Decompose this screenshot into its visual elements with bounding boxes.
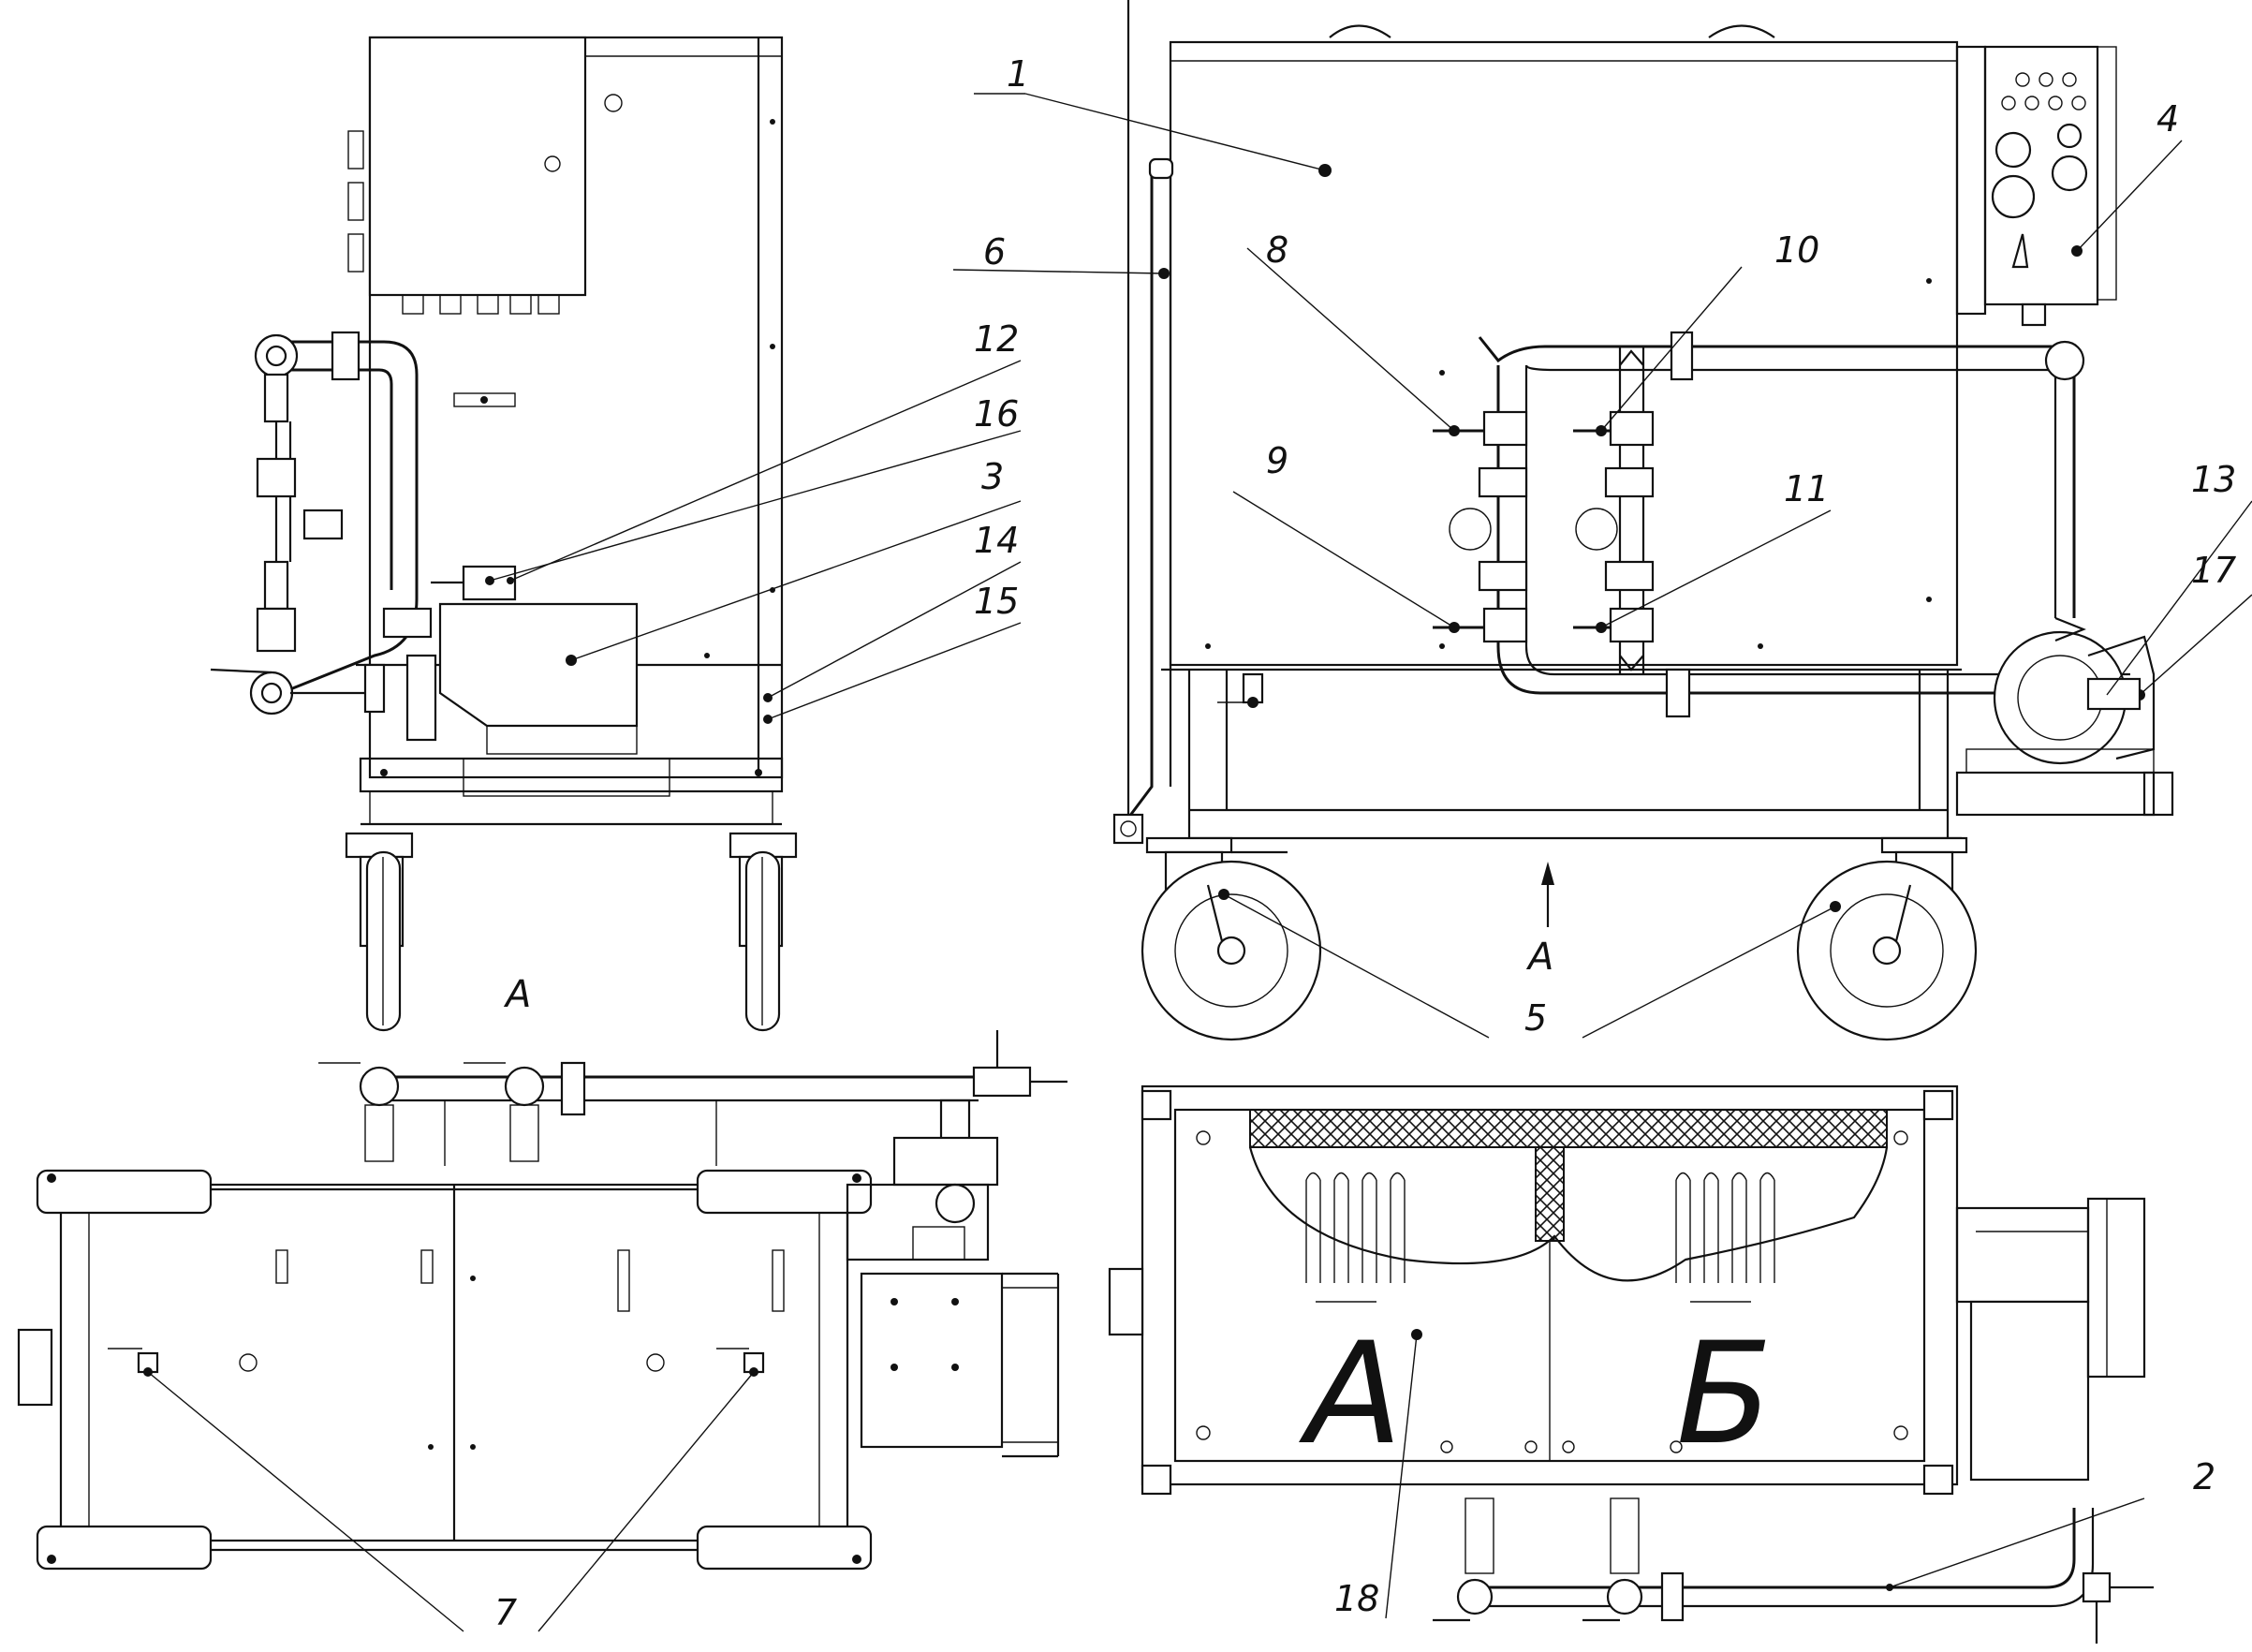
leader-lines xyxy=(147,93,2252,1632)
callout-9: 9 xyxy=(1266,440,1288,481)
callout-16: 16 xyxy=(974,393,1019,435)
callout-17: 17 xyxy=(2191,550,2236,591)
callout-14: 14 xyxy=(974,520,1019,561)
plan-view xyxy=(17,1030,1067,1571)
view-a-title: A xyxy=(503,973,531,1016)
heater-right xyxy=(1675,1172,1775,1283)
callout-2: 2 xyxy=(2193,1456,2215,1497)
heater-left xyxy=(1305,1172,1406,1283)
callout-1: 1 xyxy=(1007,53,1029,95)
callout-12: 12 xyxy=(974,318,1019,360)
callout-8: 8 xyxy=(1266,229,1288,271)
callout-10: 10 xyxy=(1774,229,1819,271)
callout-5: 5 xyxy=(1524,997,1547,1039)
callout-4: 4 xyxy=(2156,98,2179,140)
section-view xyxy=(1108,1084,2154,1644)
cable-glands xyxy=(402,294,560,315)
callout-3: 3 xyxy=(981,456,1004,497)
callouts: 1 2 3 4 5 6 7 8 9 10 11 12 13 14 15 16 1… xyxy=(494,53,2236,1633)
callout-18: 18 xyxy=(1334,1578,1379,1619)
view-a-side xyxy=(210,36,798,1032)
callout-11: 11 xyxy=(1784,468,1829,509)
callout-6: 6 xyxy=(983,231,1006,273)
callout-7: 7 xyxy=(494,1592,517,1633)
front-view xyxy=(1112,0,2174,1041)
view-a-arrow-label: A xyxy=(1525,936,1553,979)
callout-15: 15 xyxy=(974,581,1019,622)
callout-13: 13 xyxy=(2191,459,2236,500)
compartment-label-right: Б xyxy=(1676,1313,1773,1476)
compartment-label-left: А xyxy=(1299,1313,1403,1476)
